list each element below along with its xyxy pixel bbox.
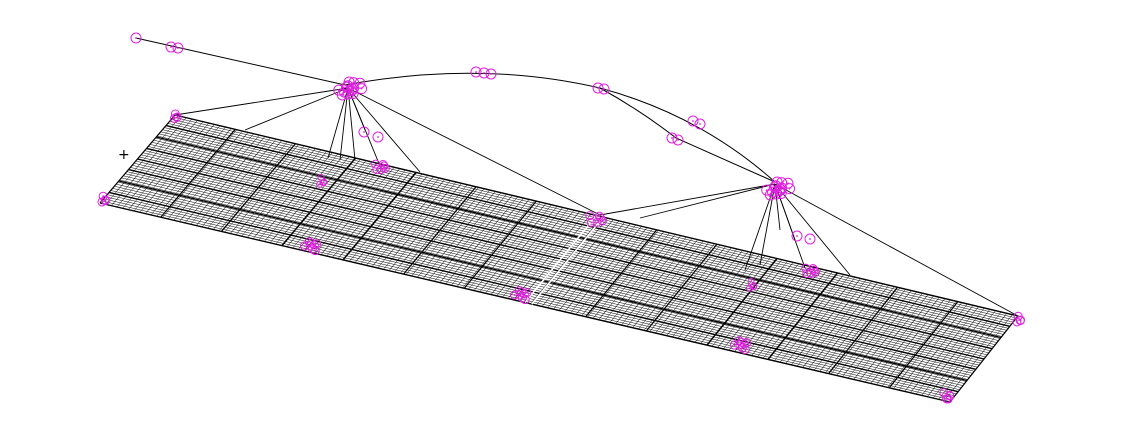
deck-crossbeam — [220, 143, 296, 232]
deck-joint — [531, 216, 604, 305]
hanger-cable — [347, 87, 421, 173]
node-marker-icon[interactable] — [666, 132, 678, 144]
hanger-cable — [599, 183, 776, 216]
node-marker-icon[interactable] — [310, 246, 320, 256]
node-marker-icon[interactable] — [372, 164, 382, 174]
main-cable — [135, 37, 776, 183]
node-marker-icon[interactable] — [165, 41, 177, 53]
deck-joint — [524, 214, 598, 304]
node-marker-icon[interactable] — [694, 118, 706, 130]
back-cable — [599, 87, 776, 183]
node-marker-icon[interactable] — [585, 211, 595, 221]
node-marker-icon[interactable] — [380, 163, 390, 173]
node-marker-icon[interactable] — [801, 263, 811, 273]
node-marker-icon[interactable] — [172, 112, 182, 122]
deck-crossbeam — [463, 200, 537, 289]
deck-crossbeam — [767, 272, 838, 360]
node-marker-icon[interactable] — [761, 184, 773, 196]
deck-crossbeam — [160, 128, 236, 218]
node-marker-icon[interactable] — [594, 211, 604, 221]
node-marker-icon[interactable] — [597, 216, 607, 226]
hanger-cable — [744, 183, 776, 271]
hanger-cable — [174, 87, 349, 116]
node-marker-icon[interactable] — [773, 185, 785, 197]
node-marker-icon[interactable] — [592, 217, 602, 227]
node-marker-icon[interactable] — [320, 179, 328, 187]
node-marker-icon[interactable] — [939, 388, 949, 398]
deck-mesh — [99, 114, 1019, 403]
node-marker-icon[interactable] — [316, 180, 324, 188]
deck-crossbeam — [949, 315, 1019, 403]
node-marker-icon[interactable] — [470, 66, 482, 78]
node-marker-icon[interactable] — [592, 82, 604, 94]
hanger-cable — [347, 87, 356, 161]
node-marker-icon[interactable] — [304, 237, 314, 247]
node-marker-icon[interactable] — [687, 115, 699, 127]
node-marker-icon[interactable] — [598, 83, 610, 95]
deck-crossbeam — [706, 258, 778, 346]
node-marker-icon[interactable] — [172, 42, 184, 54]
node-marker-icon[interactable] — [333, 84, 345, 96]
hanger-cable — [327, 87, 349, 159]
node-marker-icon[interactable] — [586, 217, 596, 227]
node-markers — [97, 32, 1025, 404]
node-marker-icon[interactable] — [372, 131, 384, 143]
hanger-cable — [339, 87, 349, 161]
hanger-cable — [244, 87, 349, 131]
hanger-cable — [759, 183, 776, 266]
node-marker-icon[interactable] — [767, 186, 779, 198]
node-marker-icon[interactable] — [943, 394, 953, 404]
node-marker-icon[interactable] — [356, 83, 368, 95]
node-marker-icon[interactable] — [514, 286, 524, 296]
node-marker-icon[interactable] — [348, 77, 360, 89]
node-marker-icon[interactable] — [740, 345, 750, 355]
node-marker-icon[interactable] — [784, 183, 796, 195]
node-marker-icon[interactable] — [1015, 316, 1025, 326]
deck-crossbeam — [342, 172, 417, 261]
origin-marker: + — [118, 147, 130, 163]
hanger-cable — [347, 87, 601, 216]
node-marker-icon[interactable] — [339, 86, 351, 98]
hanger-cable — [774, 183, 1019, 317]
node-marker-icon[interactable] — [746, 284, 754, 292]
node-marker-icon[interactable] — [791, 230, 803, 242]
deck-crossbeam — [888, 301, 959, 389]
node-marker-icon[interactable] — [802, 268, 812, 278]
deck-crossbeam — [645, 243, 718, 332]
node-marker-icon[interactable] — [485, 68, 497, 80]
hanger-cable — [639, 183, 776, 219]
node-marker-icon[interactable] — [520, 295, 530, 305]
node-marker-icon[interactable] — [358, 126, 370, 138]
hanger-cable — [347, 87, 366, 131]
node-marker-icon[interactable] — [804, 233, 816, 245]
deck-crossbeam — [828, 286, 899, 374]
deck-crossbeam — [403, 186, 477, 275]
node-marker-icon[interactable] — [478, 67, 490, 79]
node-marker-icon[interactable] — [100, 196, 110, 206]
node-marker-icon[interactable] — [345, 85, 357, 97]
node-marker-icon[interactable] — [810, 267, 820, 277]
node-marker-icon[interactable] — [672, 134, 684, 146]
node-marker-icon[interactable] — [750, 283, 758, 291]
deck-crossbeam — [281, 157, 357, 247]
deck-crossbeam — [585, 229, 658, 318]
node-marker-icon[interactable] — [776, 177, 788, 189]
node-marker-icon[interactable] — [371, 159, 381, 169]
deck-crossbeam — [99, 114, 176, 204]
hanger-cable — [774, 183, 851, 276]
node-marker-icon[interactable] — [130, 32, 142, 44]
node-marker-icon[interactable] — [734, 336, 744, 346]
